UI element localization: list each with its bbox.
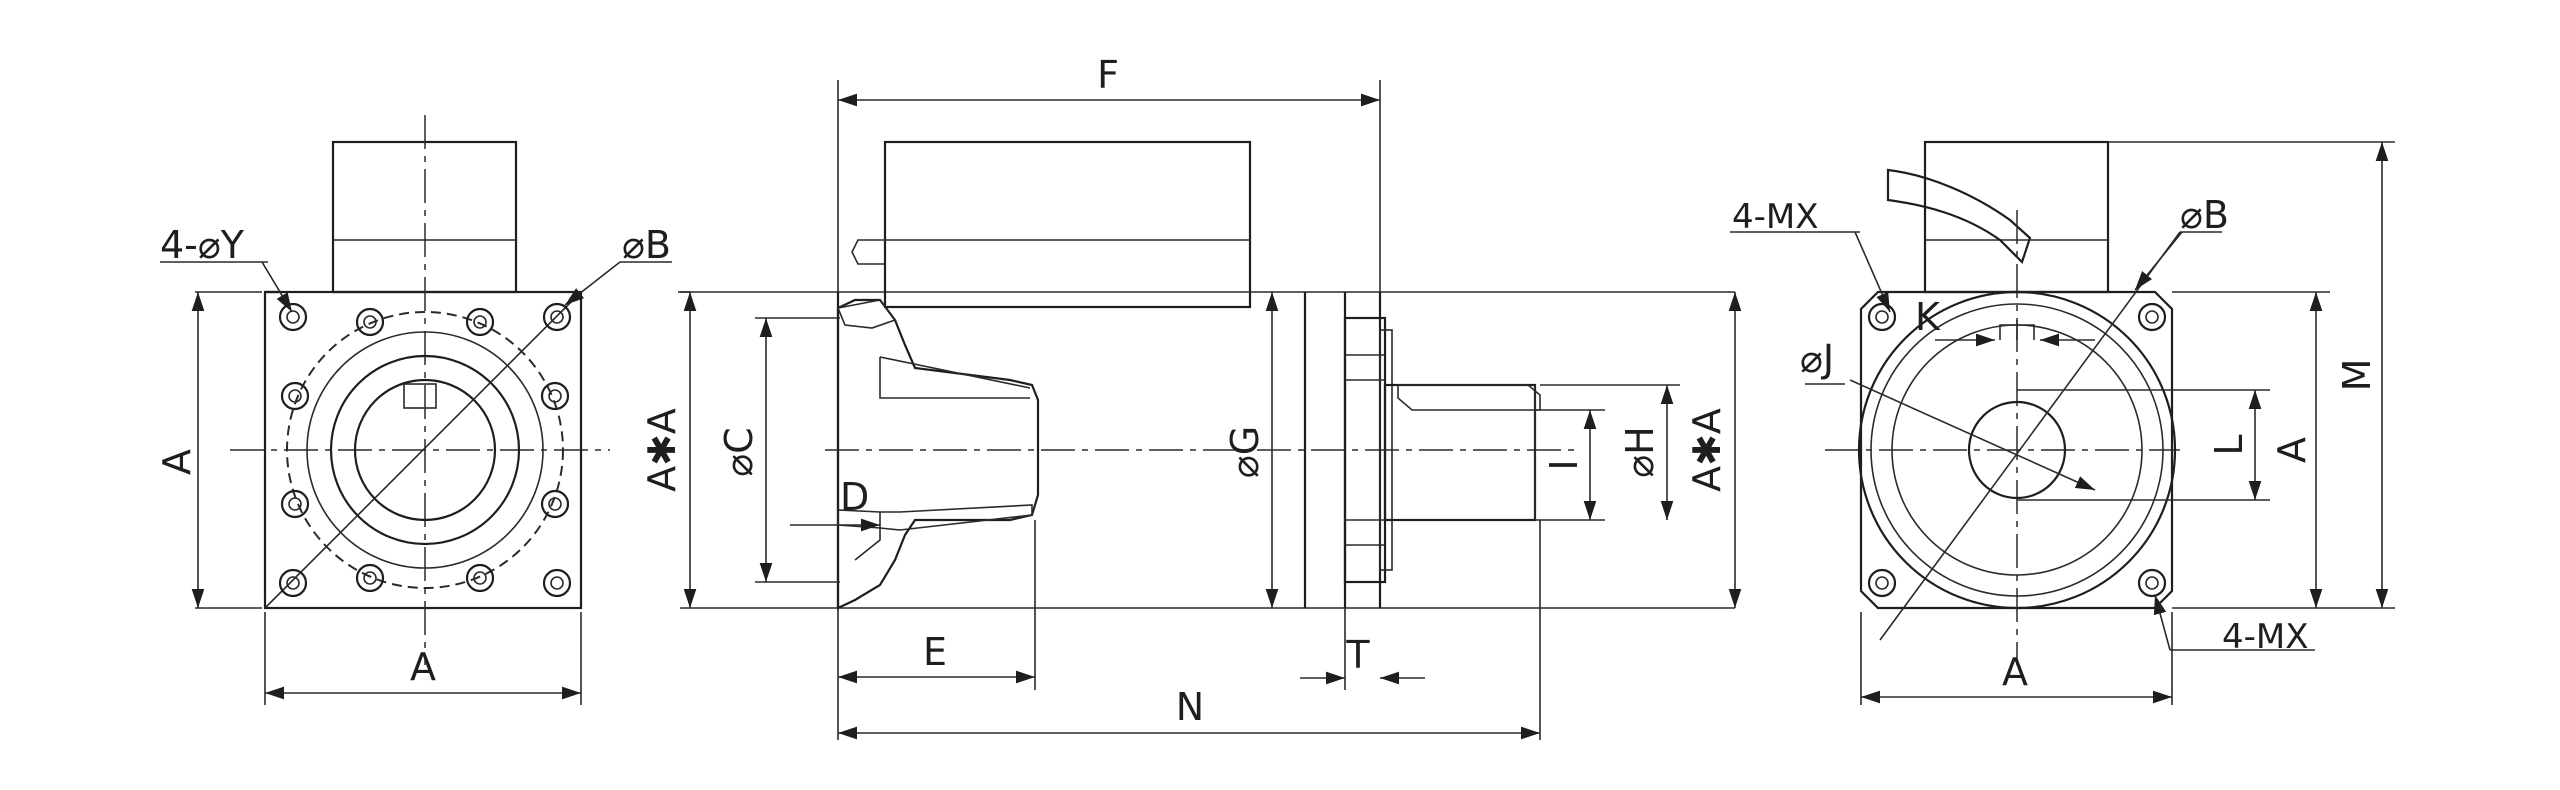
label-left-side-a: A [155,449,199,475]
label-m: M [2335,359,2379,392]
label-right-mx-bottom: 4-MX [2222,617,2309,657]
label-k: K [1915,295,1941,339]
label-right-dia-b: ⌀B [2180,193,2229,237]
label-t: T [1345,633,1370,677]
left-bolt-holes [278,302,572,598]
label-left-axa: A✱A [640,408,684,492]
left-end-view [160,115,672,705]
label-holes-y: 4-⌀Y [160,223,245,267]
label-left-dia-b: ⌀B [622,223,671,267]
label-dia-g: ⌀G [1223,426,1267,478]
label-i: I [1542,459,1586,470]
label-d: D [840,475,869,519]
label-f: F [1097,53,1119,97]
right-end-view [1730,140,2395,705]
label-dia-h: ⌀H [1618,426,1662,477]
label-e: E [923,630,947,674]
left-shaft-circle [353,378,497,522]
label-l: L [2207,434,2251,455]
right-shaft-circle [1967,400,2067,500]
middle-side-view [678,80,1742,740]
right-cable [1886,168,2032,265]
left-bolt-circle [286,311,564,589]
label-right-bottom-a: A [2002,650,2028,694]
label-dia-c: ⌀C [717,427,761,476]
label-left-bottom-a: A [410,645,436,689]
label-right-side-a: A [2270,437,2314,463]
label-n: N [1176,685,1204,729]
label-dia-j: ⌀J [1800,337,1834,381]
label-right-mx-top: 4-MX [1732,197,1819,237]
label-right-axa: A✱A [1685,408,1729,492]
middle-connector-box [883,140,1252,309]
